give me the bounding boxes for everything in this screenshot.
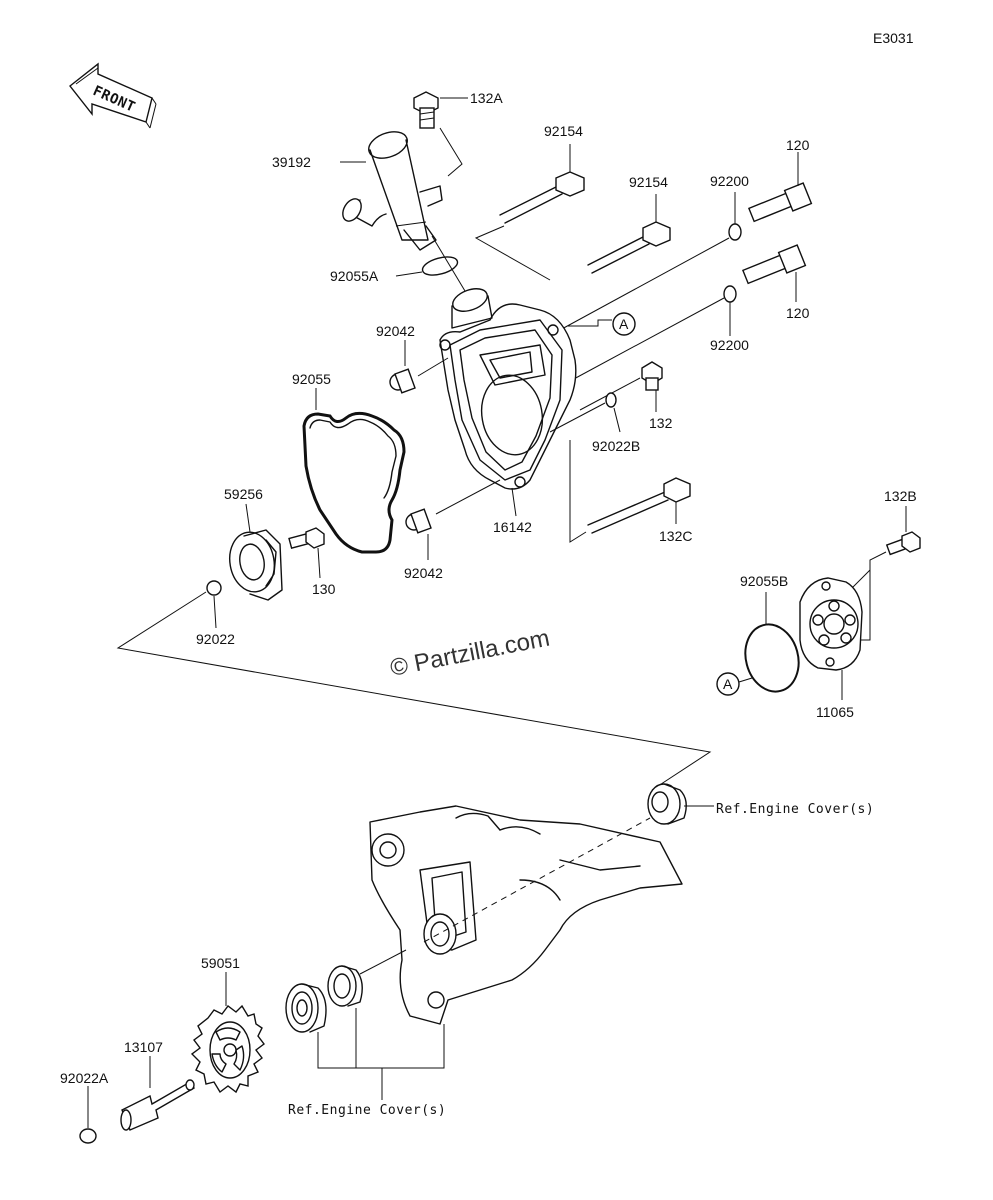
bolt-120-a — [747, 182, 813, 223]
impeller-59256 — [229, 529, 283, 601]
washer-92022 — [206, 580, 222, 596]
seal-engine-cover — [647, 783, 687, 825]
callout-92022b: 92022B — [592, 438, 640, 454]
shaft-13107 — [120, 1079, 195, 1131]
callout-39192: 39192 — [272, 154, 311, 170]
callout-13107: 13107 — [124, 1039, 163, 1055]
bolt-132b — [885, 531, 921, 556]
callout-92200-a: 92200 — [710, 173, 749, 189]
diagram-code: E3031 — [873, 30, 914, 46]
bolt-92154-b — [587, 221, 671, 274]
ref-circle-a-upper — [612, 312, 636, 336]
water-pump-cover-16142 — [439, 288, 577, 490]
bolt-132 — [641, 361, 663, 391]
bolt-120-b — [741, 244, 807, 285]
washer-92200-b — [723, 285, 737, 303]
bearing-large — [285, 983, 327, 1033]
callout-92022: 92022 — [196, 631, 235, 647]
callout-130: 130 — [312, 581, 336, 597]
callout-59256: 59256 — [224, 486, 263, 502]
callout-132: 132 — [649, 415, 673, 431]
washer-92200-a — [728, 223, 742, 241]
callout-92200-b: 92200 — [710, 337, 749, 353]
callout-92055b: 92055B — [740, 573, 788, 589]
ref-circle-a-lower — [716, 672, 740, 696]
callout-132c: 132C — [659, 528, 692, 544]
washer-92022a — [79, 1128, 97, 1144]
callout-132a: 132A — [470, 90, 503, 106]
callout-120-a: 120 — [786, 137, 810, 153]
callout-92055a: 92055A — [330, 268, 379, 284]
callout-92154-a: 92154 — [544, 123, 583, 139]
gear-59051 — [190, 1004, 265, 1094]
watermark: © Partzilla.com — [388, 625, 552, 682]
callout-92022a: 92022A — [60, 1070, 109, 1086]
ref-a-lower: A — [723, 676, 733, 692]
bolt-130 — [288, 527, 325, 550]
callout-16142: 16142 — [493, 519, 532, 535]
o-ring-92055a — [421, 256, 459, 276]
callout-11065: 11065 — [816, 704, 854, 720]
ref-a-upper: A — [619, 316, 629, 332]
ref-engine-cover-lower: Ref.Engine Cover(s) — [288, 1103, 446, 1118]
engine-cover-casting — [369, 805, 683, 1025]
dowel-92042-a — [389, 368, 416, 394]
callout-132b: 132B — [884, 488, 917, 504]
callout-59051: 59051 — [201, 955, 240, 971]
bolt-132c — [587, 477, 691, 534]
callout-120-b: 120 — [786, 305, 810, 321]
callout-92154-b: 92154 — [629, 174, 668, 190]
callout-92055: 92055 — [292, 371, 331, 387]
cover-cap-11065 — [799, 577, 863, 671]
bearing-small — [327, 965, 363, 1007]
callout-92042-a: 92042 — [376, 323, 415, 339]
washer-92022b — [605, 392, 617, 408]
o-ring-92055b — [744, 623, 800, 693]
bolt-132a — [413, 91, 439, 129]
dowel-92042-b — [405, 508, 432, 534]
ref-engine-cover-upper: Ref.Engine Cover(s) — [716, 802, 874, 817]
front-arrow-icon: FRONT — [69, 62, 157, 129]
gasket-92055 — [302, 411, 406, 554]
water-pipe-39192 — [342, 131, 443, 251]
bolt-92154-a — [499, 171, 585, 224]
callout-92042-b: 92042 — [404, 565, 443, 581]
